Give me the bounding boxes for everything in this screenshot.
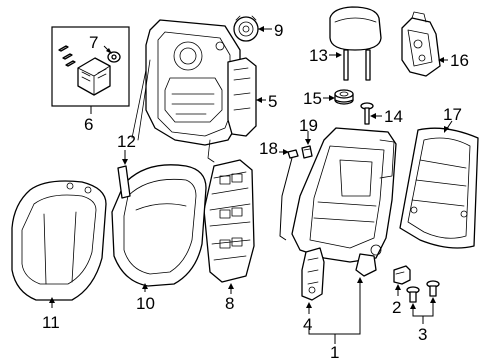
callout-7: 7 <box>89 33 98 52</box>
callout-2: 2 <box>392 298 401 317</box>
pad-part-12 <box>117 165 131 199</box>
callout-1: 1 <box>330 343 339 360</box>
rod-part <box>279 149 299 241</box>
clip-part <box>107 51 121 63</box>
control-module-part <box>58 45 111 96</box>
callout-12: 12 <box>117 132 136 151</box>
callout-8: 8 <box>225 294 234 313</box>
bracket-part-16 <box>401 11 441 77</box>
callout-19: 19 <box>299 116 318 135</box>
bracket-part-2 <box>393 265 411 285</box>
module-inset <box>51 26 130 107</box>
callout-14: 14 <box>384 107 403 126</box>
callout-17: 17 <box>443 105 462 124</box>
recliner-bracket-part <box>301 247 325 301</box>
callout-10: 10 <box>136 294 155 313</box>
callout-16: 16 <box>450 51 469 70</box>
headrest-part <box>329 6 382 81</box>
guide-sleeve-part <box>334 89 354 105</box>
back-panel-part <box>399 127 479 249</box>
bolt-parts <box>406 280 440 303</box>
lumbar-support-part <box>203 159 255 283</box>
callout-13: 13 <box>309 46 328 65</box>
seat-back-frame-part <box>131 19 257 163</box>
callout-9: 9 <box>274 21 283 40</box>
seat-back-foam-part <box>111 164 207 287</box>
seat-back-cover-part <box>11 180 107 301</box>
callout-4: 4 <box>303 315 312 334</box>
callout-6: 6 <box>84 115 93 134</box>
callout-3: 3 <box>418 325 427 344</box>
callout-15: 15 <box>303 89 322 108</box>
callout-5: 5 <box>268 92 277 111</box>
callout-11: 11 <box>42 313 60 332</box>
guide-pin-part <box>360 102 374 125</box>
seat-frame-main-part <box>291 127 397 277</box>
motor-part <box>233 15 259 42</box>
callout-18: 18 <box>259 139 278 158</box>
clip-part-19 <box>301 145 313 159</box>
